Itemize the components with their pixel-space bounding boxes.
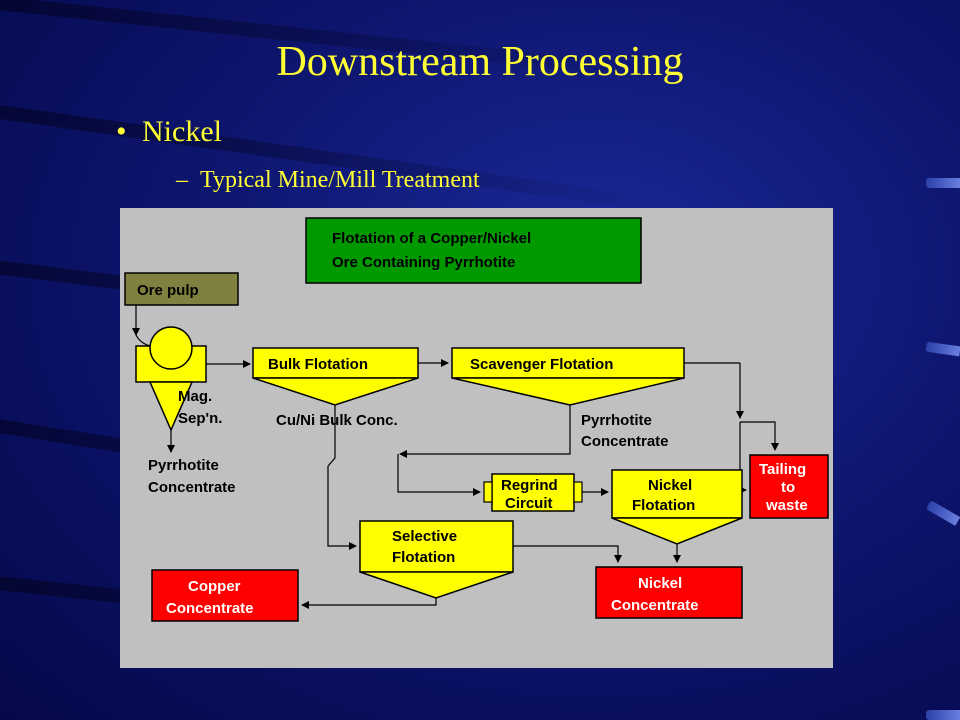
background-streak — [0, 99, 678, 215]
selective-flotation-cone — [359, 571, 514, 599]
tailing-box — [749, 454, 829, 519]
nickel-flotation-label-2: Flotation — [632, 497, 695, 514]
edge-mark — [925, 500, 960, 526]
bullet-text: Nickel — [142, 115, 222, 148]
mag-sep-drum — [149, 326, 193, 370]
flowsheet-svg: Flotation of a Copper/Nickel Ore Contain… — [124, 217, 829, 622]
bullet-item: • Nickel — [116, 114, 222, 150]
tailing-label-2: to — [781, 479, 795, 496]
copper-concentrate-box — [151, 569, 299, 622]
selective-label-2: Flotation — [392, 549, 455, 566]
to-regrind-arrow — [397, 454, 481, 496]
header-line1: Flotation of a Copper/Nickel — [332, 230, 531, 247]
selective-label-1: Selective — [392, 528, 457, 545]
pyrrhotite-left-label-1: Pyrrhotite — [148, 457, 219, 474]
copper-conc-label-2: Concentrate — [166, 600, 254, 617]
pyrrhotite-left-label-2: Concentrate — [148, 479, 236, 496]
feed-curve — [135, 334, 151, 347]
bulk-conc-down — [327, 405, 336, 467]
regrind-circuit-box — [491, 473, 575, 512]
flowsheet-diagram: Flotation of a Copper/Nickel Ore Contain… — [120, 208, 833, 668]
regrind-label-1: Regrind — [501, 477, 558, 494]
nickel-concentrate-box — [595, 566, 743, 619]
bulk-flotation-cone — [252, 377, 419, 406]
pyrrhotite-right-label-1: Pyrrhotite — [581, 412, 652, 429]
bulk-conc-label: Cu/Ni Bulk Conc. — [276, 412, 398, 429]
mag-sep-label-2: Sep'n. — [178, 410, 222, 427]
bulk-to-selective-arrow — [327, 466, 357, 550]
selective-to-nickel-conc-arrow — [513, 545, 622, 563]
regrind-right-tab — [573, 481, 583, 503]
mag-sep-label-1: Mag. — [178, 388, 212, 405]
pyrrhotite-right-label-2: Concentrate — [581, 433, 669, 450]
sub-bullet-text: Typical Mine/Mill Treatment — [200, 167, 480, 193]
nickel-flotation-label-1: Nickel — [648, 477, 692, 494]
scavenger-flotation-label: Scavenger Flotation — [470, 356, 613, 373]
header-box — [305, 217, 642, 284]
ore-pulp-box — [124, 272, 239, 306]
tailing-label-3: waste — [765, 497, 808, 514]
bulk-flotation-box — [252, 347, 419, 379]
sub-bullet-dash: – — [176, 167, 188, 193]
scavenger-conc-return — [399, 405, 571, 458]
selective-to-copper-arrow — [301, 598, 437, 609]
bullet-dot: • — [116, 115, 127, 148]
edge-mark — [925, 341, 960, 357]
edge-mark — [926, 710, 960, 720]
header-line2: Ore Containing Pyrrhotite — [332, 254, 515, 271]
copper-conc-label-1: Copper — [188, 578, 241, 595]
regrind-left-tab — [483, 481, 493, 503]
nickel-conc-label-2: Concentrate — [611, 597, 699, 614]
bulk-flotation-label: Bulk Flotation — [268, 356, 368, 373]
regrind-label-2: Circuit — [505, 495, 553, 512]
nickel-flotation-cone — [611, 517, 743, 545]
mag-sep-cone — [148, 381, 194, 432]
nickel-conc-label-1: Nickel — [638, 575, 682, 592]
tailing-label-1: Tailing — [759, 461, 806, 478]
tail-to-tailing-arrow — [740, 421, 779, 451]
edge-mark — [926, 178, 960, 188]
sub-bullet-item: –Typical Mine/Mill Treatment — [176, 164, 480, 196]
ore-pulp-label: Ore pulp — [137, 282, 199, 299]
scavenger-flotation-cone — [451, 377, 685, 406]
slide-title: Downstream Processing — [276, 39, 684, 85]
